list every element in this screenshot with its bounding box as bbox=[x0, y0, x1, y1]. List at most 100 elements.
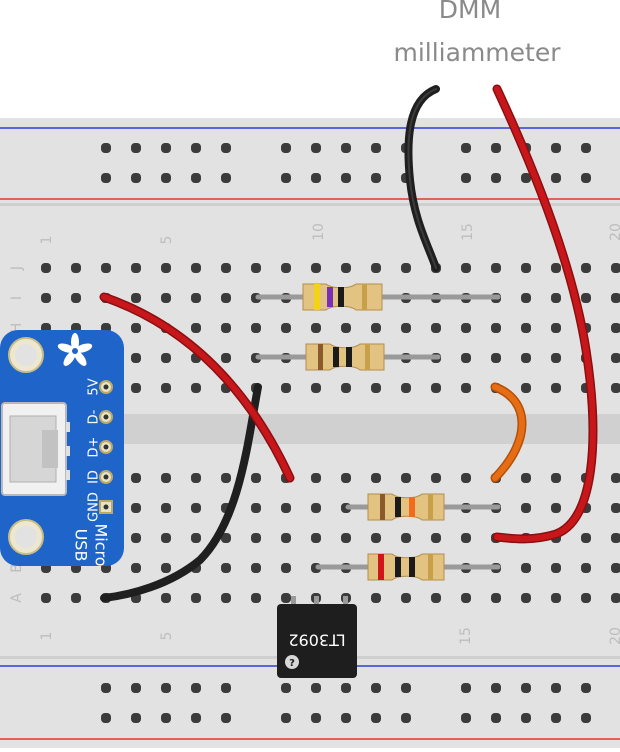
breadboard-hole bbox=[131, 683, 141, 693]
row-letter: J bbox=[9, 266, 25, 271]
breadboard-hole bbox=[551, 143, 561, 153]
breadboard-hole bbox=[311, 473, 321, 483]
breadboard-hole bbox=[371, 143, 381, 153]
mounting-hole-icon bbox=[8, 519, 44, 555]
breadboard-hole bbox=[431, 533, 441, 543]
breadboard-hole bbox=[161, 683, 171, 693]
breadboard-hole bbox=[311, 533, 321, 543]
column-number: 1 bbox=[39, 632, 55, 641]
module-label-line-1: Micro bbox=[92, 523, 111, 566]
breadboard-hole bbox=[251, 503, 261, 513]
breadboard-hole bbox=[101, 143, 111, 153]
breadboard-hole bbox=[521, 473, 531, 483]
column-number: 10 bbox=[311, 223, 327, 241]
breadboard-hole bbox=[461, 683, 471, 693]
resistor-3 bbox=[367, 493, 445, 521]
breadboard-hole bbox=[251, 323, 261, 333]
row-letters: J I H B A bbox=[9, 266, 25, 603]
breadboard-hole bbox=[341, 143, 351, 153]
breadboard-hole bbox=[311, 503, 321, 513]
resistor-band bbox=[365, 344, 370, 370]
resistor-band bbox=[338, 287, 344, 307]
breadboard-hole bbox=[551, 593, 561, 603]
resistor-band bbox=[395, 557, 401, 577]
breadboard-hole bbox=[191, 683, 201, 693]
breadboard-hole bbox=[221, 263, 231, 273]
breadboard-hole bbox=[551, 683, 561, 693]
breadboard-hole bbox=[191, 293, 201, 303]
breadboard-hole bbox=[131, 293, 141, 303]
breadboard-hole bbox=[401, 473, 411, 483]
breadboard-hole bbox=[311, 173, 321, 183]
resistor-band bbox=[428, 554, 433, 580]
breadboard-hole bbox=[401, 683, 411, 693]
column-number: 5 bbox=[159, 632, 175, 641]
breadboard-hole bbox=[611, 563, 620, 573]
breadboard-hole bbox=[191, 143, 201, 153]
breadboard-hole bbox=[341, 263, 351, 273]
breadboard-hole bbox=[341, 713, 351, 723]
breadboard-hole bbox=[491, 323, 501, 333]
breadboard-hole bbox=[461, 473, 471, 483]
breadboard-hole bbox=[161, 473, 171, 483]
breadboard-hole bbox=[551, 293, 561, 303]
breadboard-hole bbox=[551, 473, 561, 483]
breadboard-hole bbox=[161, 293, 171, 303]
breadboard-hole bbox=[581, 533, 591, 543]
breadboard-hole bbox=[311, 713, 321, 723]
row-letter: H bbox=[9, 323, 25, 334]
resistor-band bbox=[314, 284, 320, 310]
breadboard-hole bbox=[221, 143, 231, 153]
breadboard-hole bbox=[101, 683, 111, 693]
resistor-band bbox=[362, 284, 367, 310]
breadboard-hole bbox=[221, 173, 231, 183]
breadboard-hole bbox=[311, 683, 321, 693]
resistor-4 bbox=[367, 553, 445, 581]
wire-black-dmm-highlight bbox=[407, 88, 437, 269]
breadboard-hole bbox=[221, 323, 231, 333]
breadboard-hole bbox=[521, 173, 531, 183]
breadboard-hole bbox=[551, 383, 561, 393]
breadboard-hole bbox=[71, 593, 81, 603]
breadboard-hole bbox=[341, 323, 351, 333]
breadboard-hole bbox=[131, 353, 141, 363]
usb-pin-pads bbox=[99, 380, 113, 514]
breadboard-hole bbox=[281, 143, 291, 153]
breadboard-hole bbox=[461, 593, 471, 603]
breadboard-hole bbox=[41, 263, 51, 273]
breadboard-hole bbox=[431, 593, 441, 603]
micro-usb-module: 5V D- D+ ID GND Micro USB bbox=[0, 330, 124, 567]
breadboard-hole bbox=[71, 263, 81, 273]
breadboard-hole bbox=[611, 263, 620, 273]
breadboard-hole bbox=[341, 533, 351, 543]
caption-line-1: DMM bbox=[439, 0, 501, 24]
breadboard-hole bbox=[221, 563, 231, 573]
breadboard-hole bbox=[161, 503, 171, 513]
caption-line-2: milliammeter bbox=[393, 38, 561, 67]
breadboard-hole bbox=[401, 533, 411, 543]
pin-label-5v: 5V bbox=[87, 378, 102, 395]
breadboard-hole bbox=[431, 383, 441, 393]
module-label-line-2: USB bbox=[72, 529, 91, 562]
breadboard-hole bbox=[71, 293, 81, 303]
breadboard-hole bbox=[281, 713, 291, 723]
resistor-band bbox=[395, 497, 401, 517]
wires bbox=[99, 84, 598, 602]
breadboard-hole bbox=[611, 593, 620, 603]
breadboard-hole bbox=[191, 173, 201, 183]
breadboard-hole bbox=[521, 323, 531, 333]
breadboard-hole bbox=[611, 323, 620, 333]
ic-label: LT3092 bbox=[288, 631, 345, 650]
column-numbers-bottom: 1 5 15 20 bbox=[39, 627, 620, 645]
breadboard-hole bbox=[41, 593, 51, 603]
column-number: 20 bbox=[608, 627, 620, 645]
breadboard-hole bbox=[251, 593, 261, 603]
breadboard-hole bbox=[401, 593, 411, 603]
row-letter: A bbox=[9, 593, 25, 603]
breadboard-hole bbox=[281, 683, 291, 693]
breadboard-hole bbox=[521, 263, 531, 273]
breadboard-hole bbox=[131, 173, 141, 183]
breadboard-hole bbox=[101, 173, 111, 183]
wire-red-dmm bbox=[494, 86, 596, 542]
